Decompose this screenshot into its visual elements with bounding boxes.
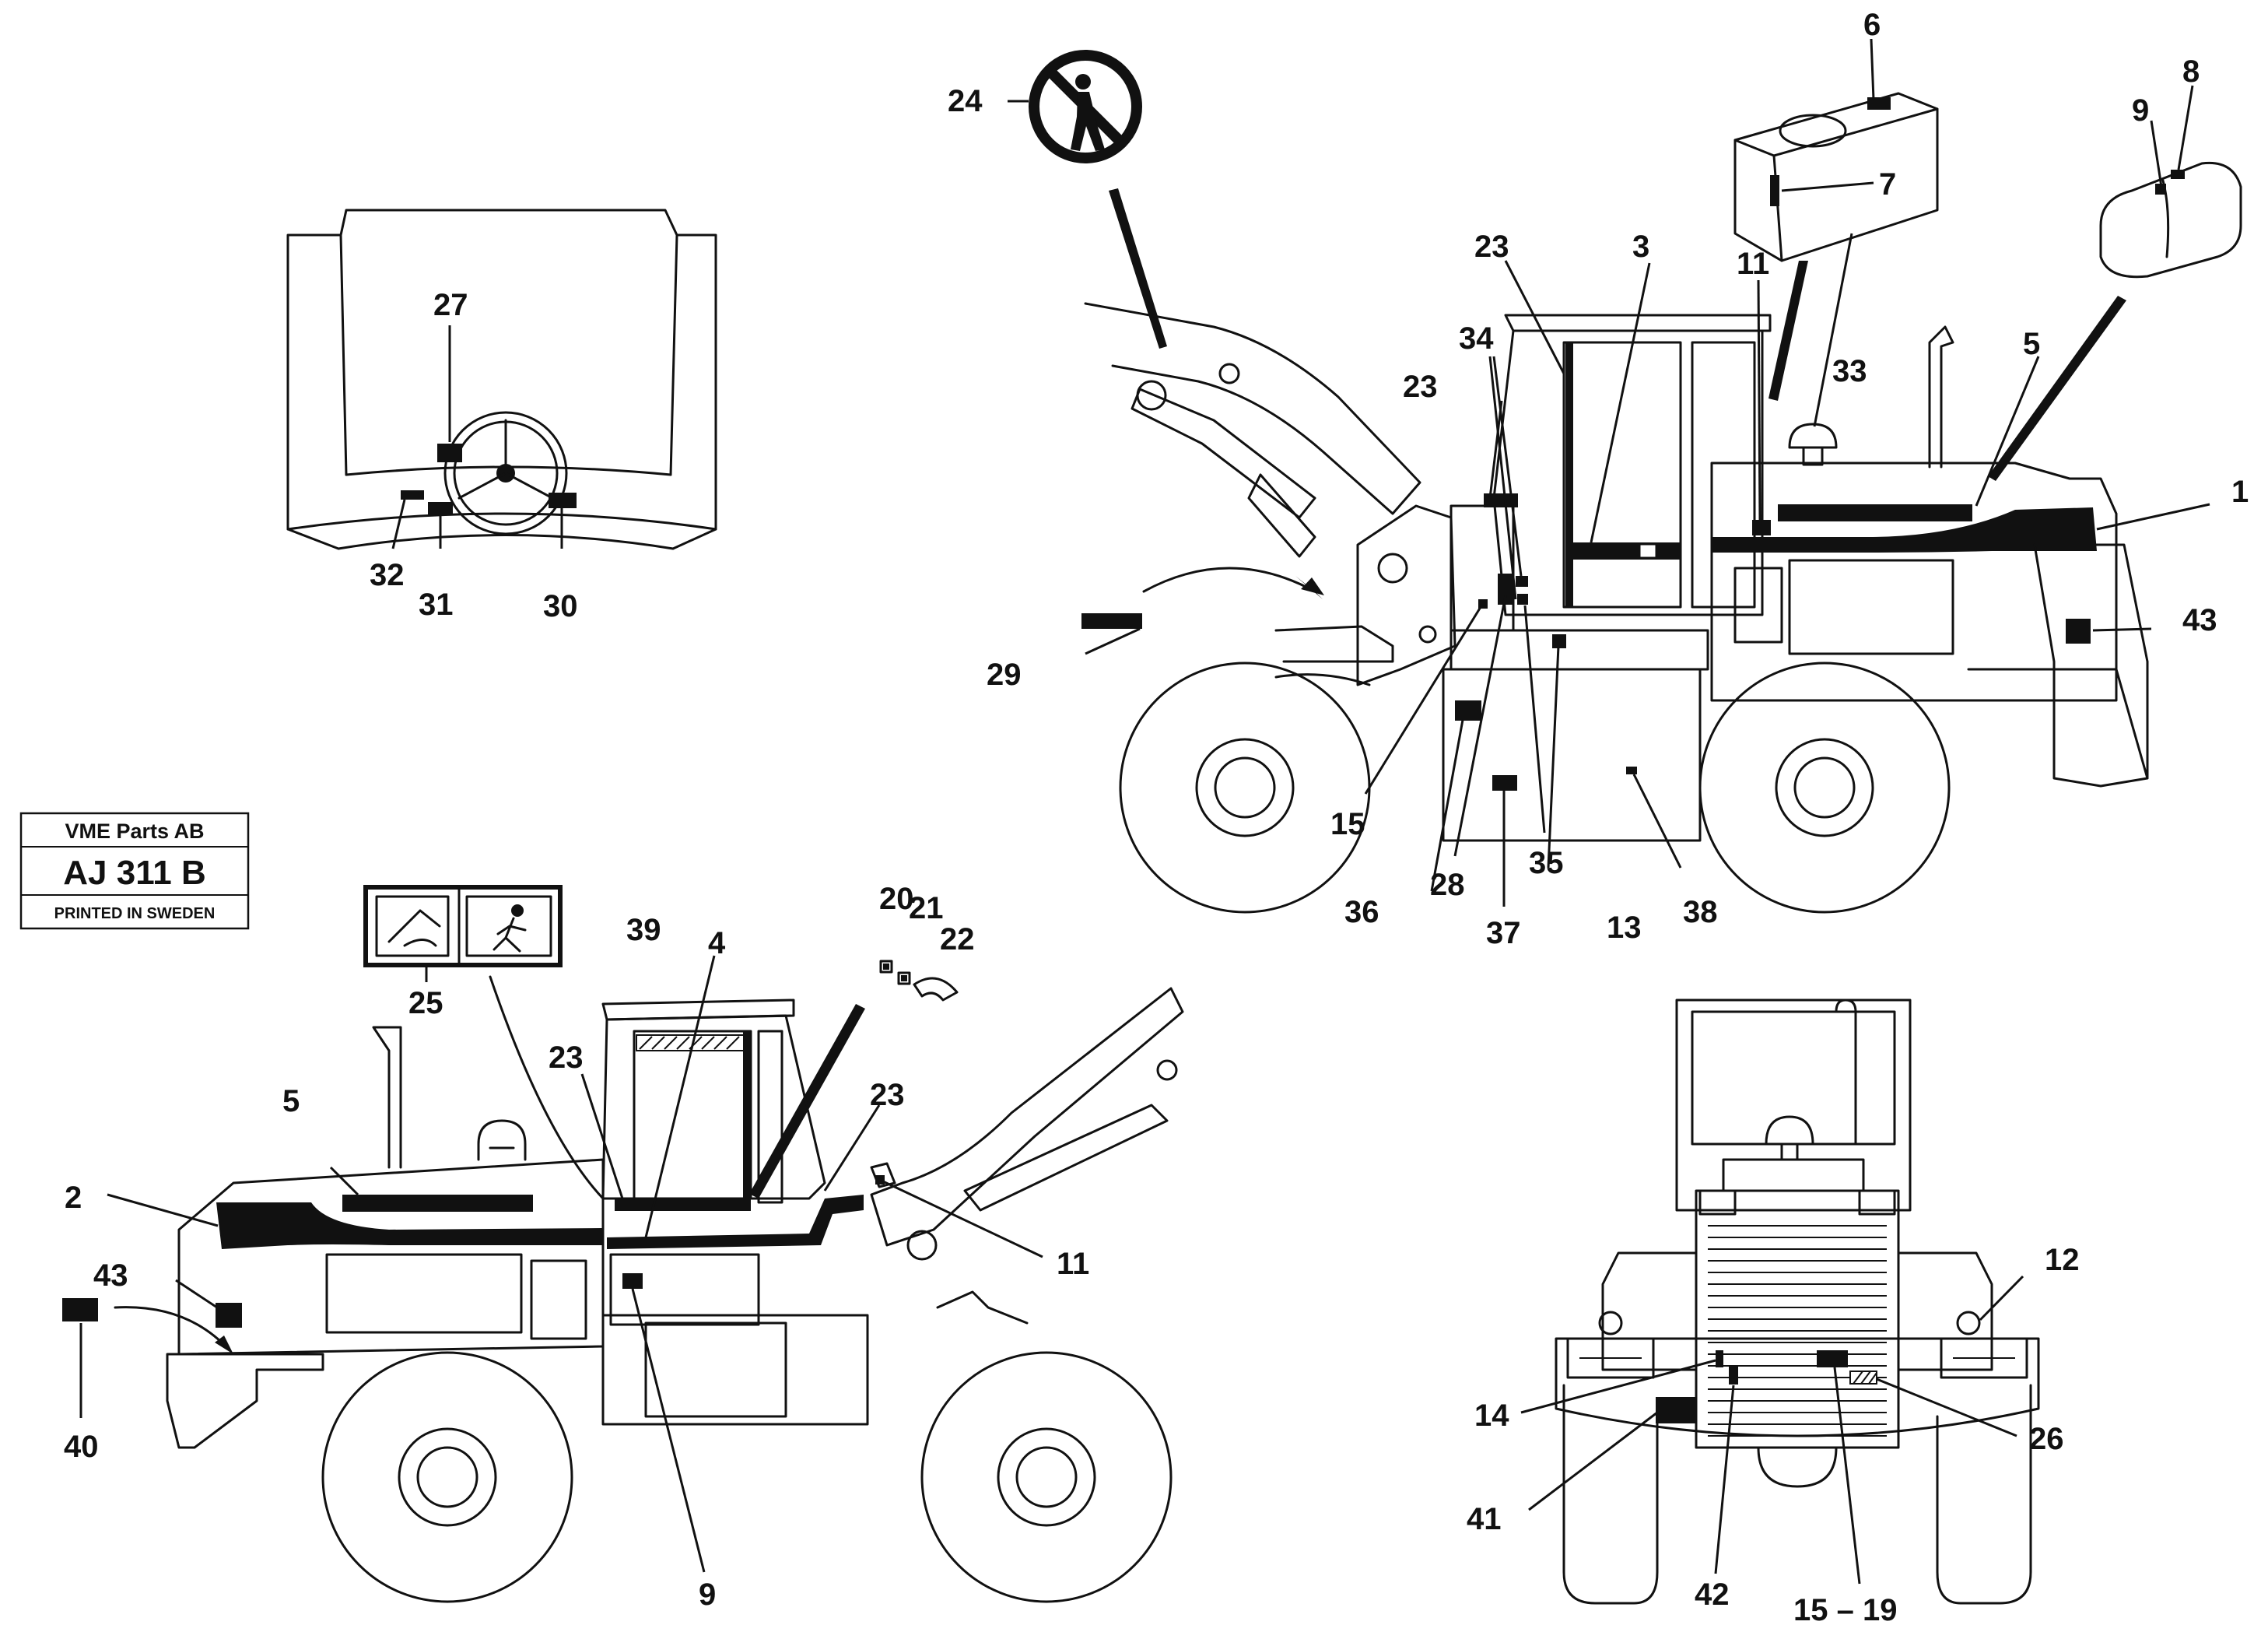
callout-27: 27 (433, 288, 468, 322)
radiator-grille (1708, 1225, 1887, 1437)
callout-13: 13 (1607, 911, 1642, 945)
callout-labels: 27 32 31 30 24 6 7 8 9 3 23 34 23 11 33 … (64, 8, 2249, 1625)
decal-40 (62, 1298, 98, 1321)
decal-9-l (622, 1273, 643, 1289)
callout-8: 8 (2182, 54, 2200, 89)
callout-35: 35 (1529, 846, 1564, 880)
stamp-printed: PRINTED IN SWEDEN (54, 905, 216, 922)
callout-40: 40 (64, 1430, 99, 1464)
callout-32: 32 (370, 558, 405, 592)
decal-36 (1455, 700, 1481, 721)
callout-20: 20 (879, 882, 914, 916)
decal-15-19 (1817, 1350, 1848, 1367)
callout-43-right: 43 (2182, 603, 2217, 637)
callout-4: 4 (708, 926, 726, 960)
decal-15-r (1478, 599, 1488, 609)
loader-left-view (62, 987, 1184, 1603)
callout-42: 42 (1695, 1578, 1730, 1612)
leader-lines (79, 38, 2210, 1585)
callout-11-left: 11 (1057, 1247, 1089, 1281)
hand-crush-and-running-person-icon (363, 885, 563, 967)
callout-29: 29 (987, 658, 1022, 692)
callout-28: 28 (1430, 868, 1465, 902)
callout-21: 21 (909, 891, 944, 925)
decal-8 (2171, 170, 2185, 179)
fuel-tank-view (2099, 161, 2242, 279)
stamp-company: VME Parts AB (65, 820, 204, 843)
small-decals-20-22 (879, 960, 959, 1002)
callout-38: 38 (1683, 895, 1718, 929)
callout-22: 22 (940, 922, 975, 956)
decal-42 (1729, 1366, 1738, 1385)
callout-36: 36 (1344, 895, 1379, 929)
callout-14: 14 (1474, 1399, 1509, 1433)
callout-9-right: 9 (2132, 93, 2149, 128)
decal-31 (428, 502, 453, 514)
decal-9-r (2155, 184, 2166, 195)
callout-43-left: 43 (93, 1258, 128, 1293)
decal-41 (1656, 1397, 1696, 1423)
decal-13 (1552, 634, 1566, 648)
callout-23-c: 23 (549, 1041, 584, 1075)
stamp-code: AJ 311 B (63, 854, 205, 892)
callout-15: 15 (1330, 807, 1365, 841)
decal-43-left (216, 1303, 242, 1328)
callout-5-left: 5 (282, 1084, 300, 1118)
callout-25: 25 (408, 986, 443, 1020)
callout-2: 2 (65, 1181, 82, 1215)
decal-43-right (2066, 619, 2091, 644)
decal-32 (401, 490, 424, 500)
decal-26 (1849, 1371, 1877, 1385)
decal-34 (1516, 576, 1528, 587)
callout-15-19: 15 – 19 (1793, 1593, 1897, 1625)
callout-26: 26 (2029, 1422, 2064, 1456)
steering-wheel-icon (443, 411, 568, 535)
decal-6 (1867, 97, 1891, 110)
callout-3: 3 (1632, 230, 1649, 264)
decal-14 (1716, 1350, 1723, 1367)
callout-6: 6 (1863, 8, 1881, 42)
hydraulic-tank-view (1733, 92, 1939, 262)
callout-34: 34 (1459, 321, 1494, 356)
decal-30 (549, 493, 577, 508)
callout-12: 12 (2045, 1243, 2080, 1277)
decal-7 (1770, 175, 1779, 206)
decal-11-r (1752, 520, 1771, 535)
callout-23-b: 23 (1403, 370, 1438, 404)
decal-35 (1517, 594, 1528, 605)
decal-29 (1081, 613, 1142, 629)
callout-5-right: 5 (2023, 327, 2040, 361)
callout-39: 39 (626, 913, 661, 947)
loader-right-view (1081, 302, 2149, 914)
callout-33: 33 (1832, 354, 1867, 388)
no-pedestrian-sign-icon (1029, 50, 1142, 163)
callout-41: 41 (1467, 1502, 1502, 1536)
callout-1: 1 (2231, 475, 2249, 509)
callout-30: 30 (543, 589, 578, 623)
decal-23-r (1484, 493, 1518, 507)
decal-38 (1626, 767, 1637, 774)
decal-27 (437, 444, 462, 462)
callout-7: 7 (1879, 167, 1896, 202)
decal-37 (1492, 775, 1517, 791)
loader-front-view (1555, 999, 2040, 1605)
callout-37: 37 (1486, 916, 1521, 950)
callout-23-d: 23 (870, 1078, 905, 1112)
decal-11-l (875, 1175, 885, 1185)
decal-28 (1498, 574, 1513, 605)
callout-11-right: 11 (1737, 247, 1769, 281)
dashboard-view (286, 209, 717, 550)
callout-23-a: 23 (1474, 230, 1509, 264)
callout-31: 31 (419, 588, 454, 622)
part-number-stamp: VME Parts AB AJ 311 B PRINTED IN SWEDEN (19, 812, 250, 930)
callout-24: 24 (948, 84, 983, 118)
callout-9-left: 9 (699, 1578, 716, 1612)
